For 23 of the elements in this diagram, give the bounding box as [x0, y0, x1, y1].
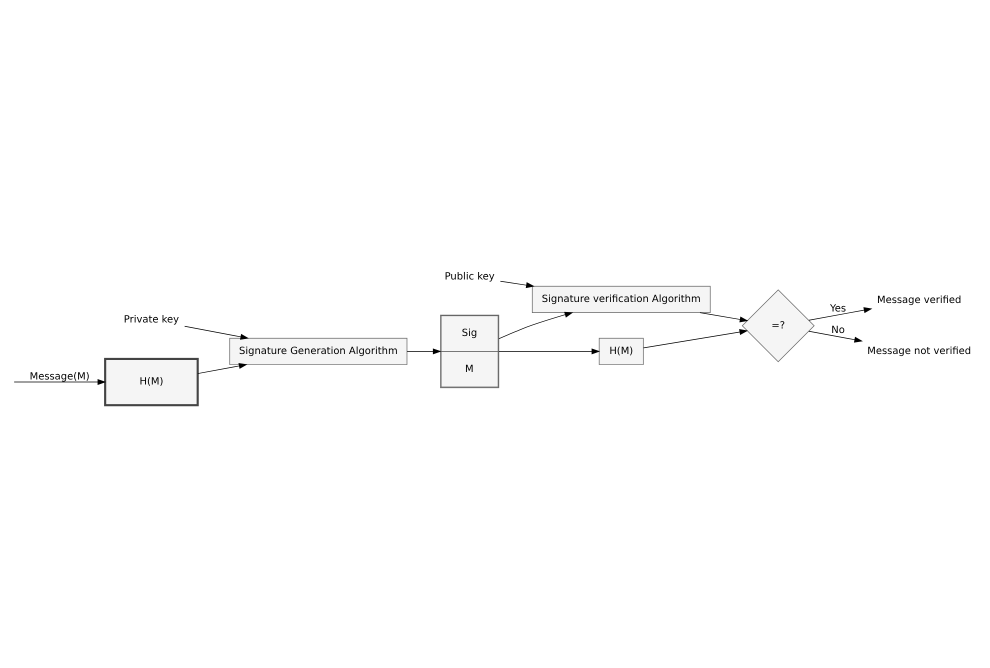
arrow	[406, 348, 442, 354]
arrow	[643, 328, 748, 348]
node-text: Private key	[124, 314, 180, 326]
arrow	[700, 312, 748, 322]
arrow	[14, 378, 106, 385]
edge-label: No	[831, 324, 845, 336]
arrow	[500, 280, 535, 288]
arrow	[808, 330, 863, 342]
node-text: Message verified	[876, 294, 962, 306]
node-text: Message not verified	[867, 346, 972, 357]
arrow	[498, 348, 600, 354]
arrow	[184, 325, 249, 340]
node-diamond: =?	[742, 288, 815, 362]
node-box: H(M)	[598, 337, 644, 364]
edge-label: Yes	[830, 303, 846, 314]
node-box: H(M)	[104, 357, 199, 406]
node-box: Signature Generation Algorithm	[229, 337, 408, 364]
arrow	[498, 311, 574, 339]
node-text: Public key	[444, 270, 495, 282]
edge-label: Message(M)	[30, 370, 90, 382]
node-box: Signature verification Algorithm	[532, 285, 711, 312]
arrow	[197, 362, 248, 374]
arrow	[808, 306, 872, 320]
